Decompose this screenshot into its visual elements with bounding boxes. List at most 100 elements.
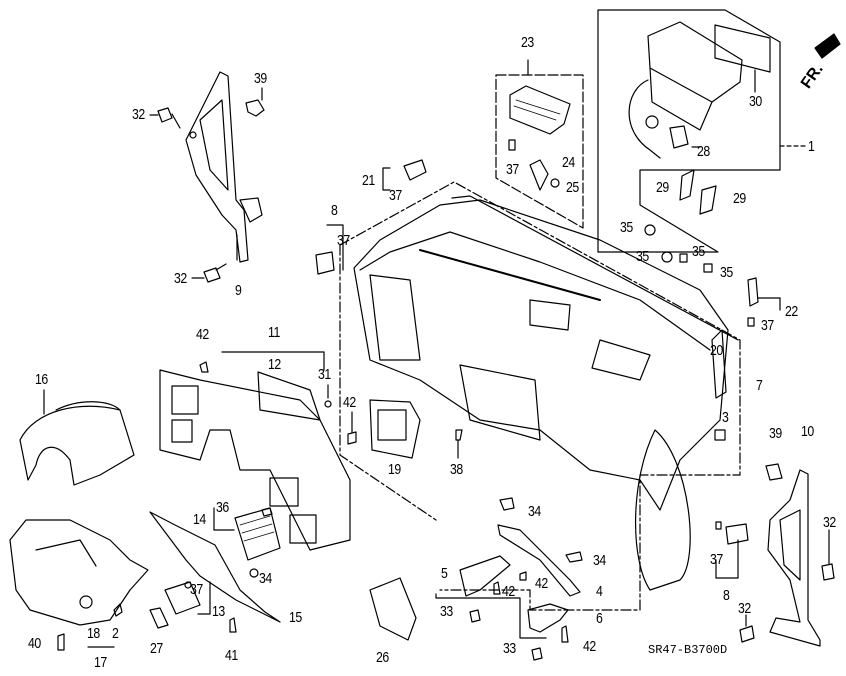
callout-42[interactable]: 42 [196,326,209,343]
part-40-screw[interactable] [57,633,65,651]
callout-29[interactable]: 29 [733,190,746,207]
part-6-bracket[interactable] [527,603,569,633]
callout-21[interactable]: 21 [362,172,375,189]
part-30-airbag-lid[interactable] [714,24,771,73]
callout-37[interactable]: 37 [337,232,350,249]
callout-28[interactable]: 28 [697,143,710,160]
callout-41[interactable]: 41 [225,647,238,664]
part-42-screw-a[interactable] [199,361,209,373]
part-37-clip-right-upper[interactable] [747,317,755,327]
callout-42[interactable]: 42 [343,394,356,411]
part-42-screw-b[interactable] [347,431,357,445]
callout-32[interactable]: 32 [174,270,187,287]
part-42-screw-c[interactable] [493,581,501,595]
callout-12[interactable]: 12 [268,356,281,373]
part-24-clip[interactable] [529,159,549,191]
callout-33[interactable]: 33 [440,603,453,620]
callout-30[interactable]: 30 [749,93,762,110]
callout-17[interactable]: 17 [94,654,107,671]
part-37-clip-13-group[interactable] [184,581,192,589]
part-42-screw-d[interactable] [519,571,527,581]
part-7-dashboard-panel[interactable] [353,195,739,591]
callout-6[interactable]: 6 [596,610,603,627]
callout-15[interactable]: 15 [289,609,302,626]
callout-7[interactable]: 7 [756,377,763,394]
part-14-side-vent[interactable] [234,507,281,561]
part-35-nut-b[interactable] [661,251,673,263]
part-38-clip[interactable] [455,429,463,441]
callout-11[interactable]: 11 [268,324,280,341]
callout-19[interactable]: 19 [388,461,401,478]
callout-38[interactable]: 38 [450,461,463,478]
callout-39[interactable]: 39 [254,70,267,87]
part-34-clip-lower-right[interactable] [565,551,583,563]
callout-20[interactable]: 20 [710,342,723,359]
callout-3[interactable]: 3 [722,409,729,426]
part-29-bracket-a[interactable] [679,169,695,201]
part-25-nut[interactable] [550,178,560,188]
callout-5[interactable]: 5 [441,565,448,582]
callout-24[interactable]: 24 [562,154,575,171]
part-23-speaker-grille[interactable] [509,85,571,135]
part-8-vent-left[interactable] [315,251,335,275]
part-26-bracket[interactable] [369,577,417,641]
callout-2[interactable]: 2 [112,625,119,642]
callout-37[interactable]: 37 [190,581,203,598]
callout-8[interactable]: 8 [331,202,338,219]
part-8-vent-right[interactable] [725,523,749,545]
part-21-sensor[interactable] [403,159,427,181]
part-34-clip-left[interactable] [249,568,259,578]
callout-1[interactable]: 1 [808,138,815,155]
part-35-nut-a[interactable] [644,224,656,236]
part-22-vent[interactable] [747,277,759,307]
part-20-trim-strip[interactable] [711,329,727,399]
part-33-nut-a[interactable] [469,609,481,623]
callout-23[interactable]: 23 [521,34,534,51]
callout-42[interactable]: 42 [535,575,548,592]
part-39-clip-upper-left[interactable] [245,99,265,117]
part-36-screw[interactable] [261,507,273,517]
callout-22[interactable]: 22 [785,303,798,320]
part-32-bolt-right-upper[interactable] [821,563,835,581]
callout-37[interactable]: 37 [506,161,519,178]
part-42-screw-e[interactable] [561,625,569,643]
part-18-column-cover-lower[interactable] [9,519,149,626]
part-37-clip-right-lower[interactable] [715,521,722,530]
callout-37[interactable]: 37 [389,187,402,204]
callout-32[interactable]: 32 [823,514,836,531]
callout-32[interactable]: 32 [738,600,751,617]
callout-27[interactable]: 27 [150,640,163,657]
callout-18[interactable]: 18 [87,625,100,642]
callout-16[interactable]: 16 [35,371,48,388]
callout-31[interactable]: 31 [318,366,331,383]
callout-34[interactable]: 34 [593,552,606,569]
part-11-meter-visor[interactable] [159,369,351,551]
part-13-switch-panel[interactable] [164,581,201,615]
callout-8[interactable]: 8 [723,587,730,604]
part-29-bracket-b[interactable] [699,185,717,215]
part-32-bolt-lower-left[interactable] [203,263,227,283]
callout-42[interactable]: 42 [583,638,596,655]
part-33-nut-b[interactable] [531,647,543,661]
part-9-left-bracket[interactable] [185,71,263,263]
callout-37[interactable]: 37 [710,551,723,568]
callout-35[interactable]: 35 [620,219,633,236]
part-27-plate[interactable] [149,607,169,629]
part-41-screw[interactable] [229,617,237,633]
callout-37[interactable]: 37 [761,317,774,334]
callout-35[interactable]: 35 [636,248,649,265]
airbag-module[interactable] [628,21,743,159]
part-12-panel[interactable] [257,371,321,421]
part-15-knee-panel[interactable] [149,511,281,623]
part-2-clip[interactable] [113,603,123,617]
part-34-clip-upper-right[interactable] [499,497,515,511]
part-3-clip[interactable] [714,429,726,441]
part-35-nut-c[interactable] [679,253,688,263]
callout-42[interactable]: 42 [502,583,515,600]
callout-4[interactable]: 4 [596,583,603,600]
callout-35[interactable]: 35 [692,243,705,260]
part-37-clip-23-group[interactable] [508,139,516,151]
callout-26[interactable]: 26 [376,649,389,666]
callout-25[interactable]: 25 [566,179,579,196]
callout-9[interactable]: 9 [235,282,242,299]
